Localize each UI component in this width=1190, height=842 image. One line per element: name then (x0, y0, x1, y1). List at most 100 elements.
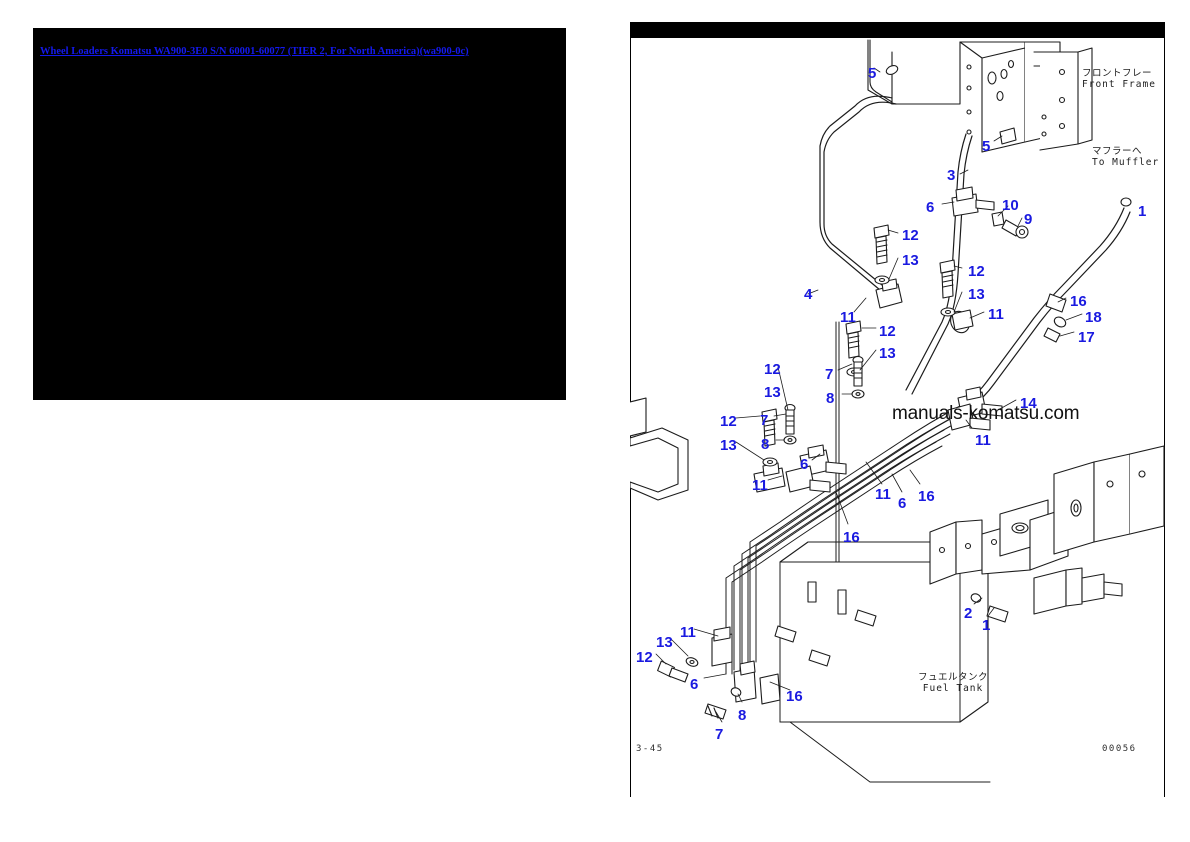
bolt-item-12-c (845, 320, 862, 359)
callout-number: 5 (982, 138, 991, 155)
callout-number: 8 (761, 436, 770, 453)
callout-number: 13 (968, 286, 985, 303)
callout-number: 3 (947, 167, 956, 184)
valve-block-right (1033, 567, 1123, 615)
caption-fuel-tank: フュエルタンク Fuel Tank (918, 672, 988, 694)
bracket-cluster (929, 499, 1069, 585)
nut-item-8-b (783, 435, 797, 445)
callout-number: 6 (690, 676, 699, 693)
callout-number: 7 (760, 412, 769, 429)
parts-diagram-panel: フロントフレー Front Frame マフラーへ To Muffler フュエ… (630, 22, 1165, 797)
bolt-item-12-e (657, 660, 689, 683)
callout-number: 12 (636, 649, 653, 666)
caption-front-frame: フロントフレー Front Frame (1082, 68, 1156, 90)
callout-number: 14 (1020, 395, 1037, 412)
caption-fuel-tank-jp: フュエルタンク (918, 672, 989, 683)
callout-number: 13 (879, 345, 896, 362)
nut-item-8-a (851, 389, 865, 399)
callout-number: 12 (968, 263, 985, 280)
document-title-link[interactable]: Wheel Loaders Komatsu WA900-3E0 S/N 6000… (40, 46, 469, 57)
bracket-cluster-right (1053, 445, 1165, 555)
caption-front-frame-en: Front Frame (1082, 79, 1156, 90)
callout-number: 16 (786, 688, 803, 705)
callout-number: 6 (926, 199, 935, 216)
bolt-item-12-d (761, 408, 778, 447)
caption-to-muffler-jp: マフラーへ (1092, 146, 1143, 157)
washer-item-13-b (940, 307, 956, 317)
hose-upper-loop (819, 95, 897, 291)
stud-item-7-bottom (704, 703, 727, 720)
callout-number: 8 (826, 390, 835, 407)
washer-item-13-d (762, 457, 778, 467)
callout-number: 7 (715, 726, 724, 743)
callout-number: 11 (975, 432, 991, 449)
tank-studs (774, 609, 877, 667)
bolt-item-12-b (939, 259, 956, 299)
caption-to-muffler: マフラーへ To Muffler (1092, 146, 1159, 168)
fitting-item-17 (1043, 327, 1061, 343)
callout-number: 16 (843, 529, 860, 546)
bolt-item-12-a (873, 224, 890, 265)
callout-number: 13 (764, 384, 781, 401)
washer-item-13-a (874, 275, 890, 285)
callout-number: 13 (656, 634, 673, 651)
preview-placeholder-box: Wheel Loaders Komatsu WA900-3E0 S/N 6000… (33, 28, 566, 400)
callout-number: 11 (840, 309, 856, 326)
fitting-item-9 (1001, 219, 1029, 239)
watermark-text: manuals-komatsu.com (892, 403, 1080, 424)
callout-number: 17 (1078, 329, 1095, 346)
coupling-item-11-upper (875, 278, 903, 309)
callout-number: 12 (720, 413, 737, 430)
callout-number: 7 (825, 366, 834, 383)
plug-item-1-top (1120, 197, 1132, 207)
fuel-line-assembly-drawing (630, 39, 1165, 783)
callout-number: 6 (898, 495, 907, 512)
coupling-item-11-left (753, 462, 786, 493)
callout-number: 16 (1070, 293, 1087, 310)
callout-number: 8 (738, 707, 747, 724)
callout-number: 4 (804, 286, 813, 303)
fitting-item-18 (1053, 316, 1067, 328)
callout-number: 10 (1002, 197, 1019, 214)
front-frame-left-detail (1039, 47, 1093, 151)
stud-item-7-a (852, 355, 864, 387)
washer-item-13-e (685, 657, 699, 667)
page-code-right: 00056 (1102, 744, 1137, 754)
callout-number: 1 (982, 617, 991, 634)
front-frame-body (867, 39, 1061, 153)
callout-number: 16 (918, 488, 935, 505)
callout-number: 13 (720, 437, 737, 454)
hose-bundle (725, 405, 967, 675)
callout-number: 9 (1024, 211, 1033, 228)
page-code-left: 3-45 (636, 744, 664, 754)
coupling-cluster-lower-mid (785, 444, 847, 493)
stud-item-7-b (784, 403, 796, 435)
clamp-item-5-a (885, 65, 899, 75)
coupling-item-11-right (950, 309, 974, 334)
left-frame-partial (630, 397, 689, 501)
callout-number: 11 (875, 486, 891, 503)
diagram-top-black-bar (630, 22, 1165, 38)
leader-lines (655, 67, 1083, 723)
callout-number: 6 (800, 456, 809, 473)
fitting-item-10 (991, 211, 1005, 227)
callout-number: 11 (680, 624, 696, 641)
washer-item-2-lower (970, 593, 982, 603)
callout-number: 2 (964, 605, 973, 622)
vertical-rod (835, 321, 840, 583)
callout-number: 11 (752, 477, 768, 494)
coupling-bottom (711, 626, 781, 705)
clamp-item-5-b (999, 127, 1017, 145)
caption-fuel-tank-en: Fuel Tank (922, 683, 984, 694)
caption-front-frame-jp: フロントフレー (1082, 68, 1153, 79)
callout-number: 13 (902, 252, 919, 269)
fitting-item-16-right (1045, 293, 1067, 313)
callout-number: 12 (902, 227, 919, 244)
coupling-cluster-mid (947, 386, 1003, 431)
callout-number: 5 (868, 65, 877, 82)
coupling-cluster-upper (951, 186, 995, 217)
callout-number: 12 (764, 361, 781, 378)
callout-number: 1 (1138, 203, 1147, 220)
callout-number: 18 (1085, 309, 1102, 326)
caption-to-muffler-en: To Muffler (1092, 157, 1160, 168)
